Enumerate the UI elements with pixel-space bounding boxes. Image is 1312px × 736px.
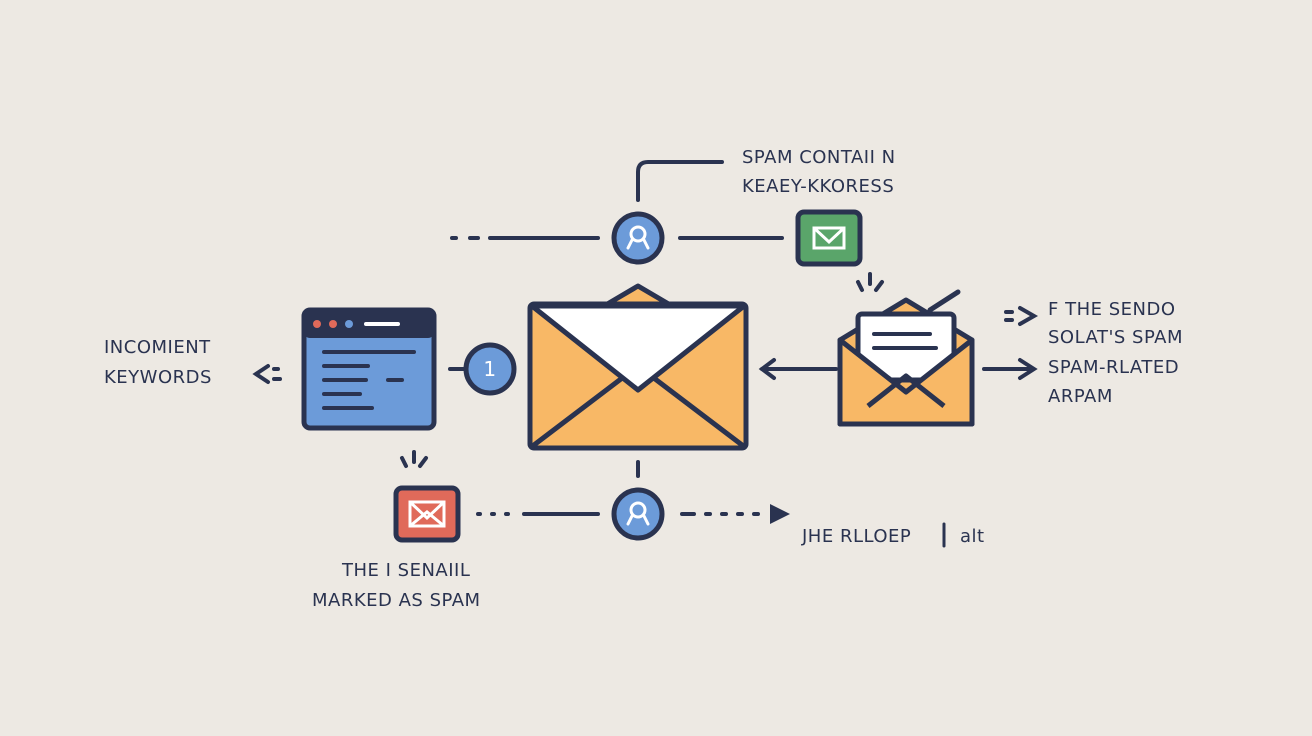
label-bottom-right-suffix: alt bbox=[960, 526, 985, 547]
arrow-right-middle-icon bbox=[982, 358, 1038, 380]
sparkle-icon-left bbox=[400, 450, 428, 468]
label-bottom-left-line1: THE I SENAIIL bbox=[341, 560, 470, 581]
arrow-into-center-envelope bbox=[758, 358, 838, 380]
label-left-line1: INCOMIENT bbox=[104, 337, 211, 358]
arrow-right-top-icon bbox=[1004, 306, 1039, 326]
mail-icon-green bbox=[795, 209, 863, 267]
step-badge: 1 bbox=[463, 342, 517, 396]
arrow-left-icon bbox=[252, 364, 282, 384]
sparkle-icon-right bbox=[856, 272, 884, 292]
label-right-line3: SPAM-RLATED bbox=[1048, 357, 1179, 378]
label-bottom-right: JHE RLLOEP bbox=[801, 526, 911, 547]
arrow-head-bottom bbox=[770, 504, 790, 524]
search-node-top[interactable] bbox=[611, 211, 665, 265]
central-email-envelope-icon bbox=[527, 283, 749, 451]
label-top-line1: SPAM CONTAII N bbox=[742, 147, 896, 168]
browser-window-icon bbox=[301, 307, 437, 431]
open-envelope-icon bbox=[837, 289, 975, 427]
spam-mail-icon-red bbox=[393, 485, 461, 543]
label-right-line4: ARPAM bbox=[1048, 386, 1113, 407]
svg-text:1: 1 bbox=[483, 357, 496, 381]
search-node-bottom[interactable] bbox=[611, 487, 665, 541]
label-bottom-left-line2: MARKED AS SPAM bbox=[312, 590, 481, 611]
connector-top-bracket bbox=[636, 160, 724, 202]
label-left-line2: KEYWORDS bbox=[104, 367, 212, 388]
label-right-line1: F THE SENDO bbox=[1048, 299, 1176, 320]
label-top-line2: KEAEY-KKORESS bbox=[742, 176, 894, 197]
label-right-line2: SOLAT'S SPAM bbox=[1048, 327, 1183, 348]
